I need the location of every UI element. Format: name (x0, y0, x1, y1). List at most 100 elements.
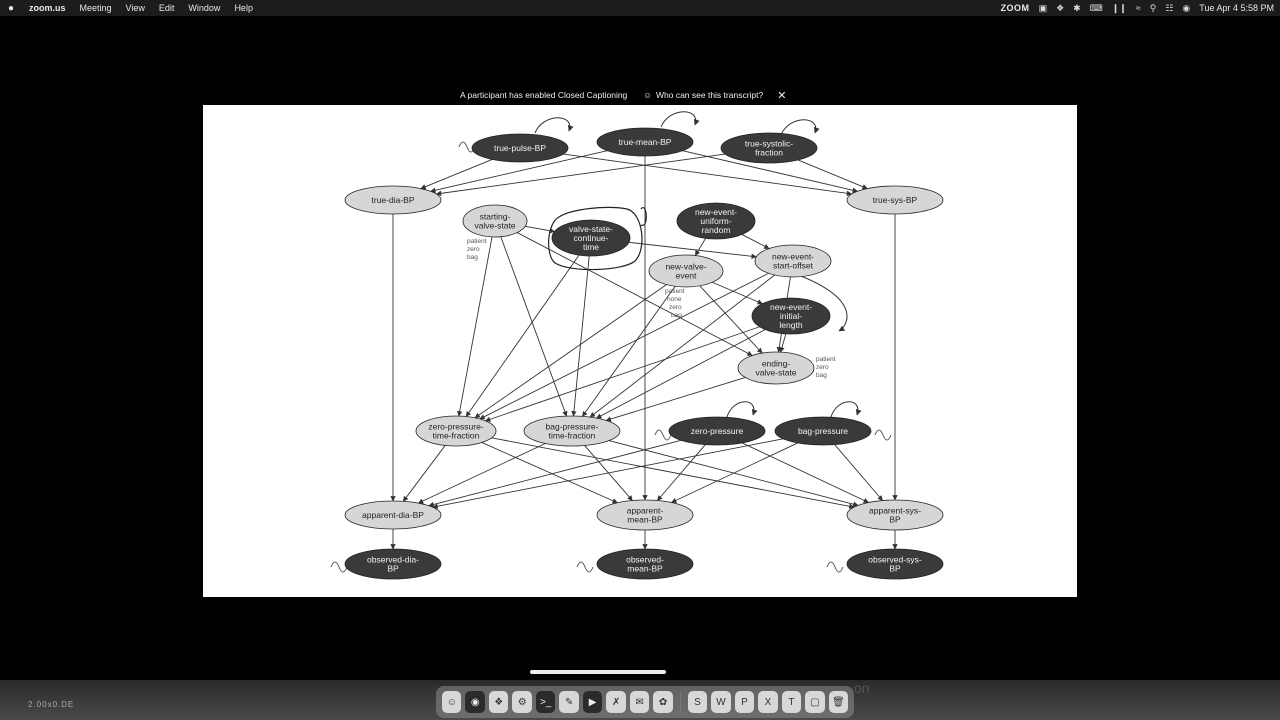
zoom-icon[interactable]: ▶ (582, 691, 603, 713)
node-apparent-dia-bp: apparent-dia-BP (344, 500, 442, 530)
edge-starting-valve-state-to-zero-pressure-time-fraction (457, 236, 493, 417)
acrobat-icon[interactable]: ✗ (606, 691, 626, 713)
screen-share-icon[interactable]: ▣ (1038, 2, 1048, 13)
word-icon[interactable]: W (711, 691, 731, 713)
clock[interactable]: Tue Apr 4 5:58 PM (1199, 3, 1274, 13)
node-new-event-initial-length: new-event-initial-length (751, 297, 831, 335)
edge-new-event-uniform-random-to-new-event-start-offset (741, 234, 770, 249)
photos-icon[interactable]: ✿ (653, 691, 673, 713)
node-label: length (779, 320, 802, 330)
node-label: ending- (762, 359, 791, 369)
edge-bag-pressure-to-apparent-mean-bp (671, 442, 798, 503)
node-label: apparent- (627, 506, 664, 516)
edge-new-event-initial-length-to-bag-pressure-time-fraction (596, 329, 766, 419)
node-label: observed- (626, 555, 664, 565)
node-label: continue- (574, 233, 609, 243)
node-zero-pressure: zero-pressure (668, 416, 766, 446)
menu-view[interactable]: View (125, 3, 145, 13)
menu-meeting[interactable]: Meeting (79, 3, 112, 13)
node-label: uniform- (700, 216, 731, 226)
node-label: true-systolic- (745, 139, 793, 149)
node-label: time-fraction (433, 431, 480, 441)
node-label: valve-state- (569, 224, 613, 234)
powerpoint-icon[interactable]: P (734, 691, 755, 713)
edge-new-event-start-offset-to-bag-pressure-time-fraction (589, 274, 776, 418)
terminal-icon[interactable]: >_ (535, 691, 556, 713)
state-annotation: zero (816, 364, 829, 371)
node-label: zero-pressure (691, 426, 744, 436)
curved-edge-arrow (777, 267, 848, 332)
menu-bar: ● zoom.us Meeting View Edit Window Help … (0, 0, 1280, 16)
teams-icon[interactable]: T (781, 691, 802, 713)
edge-new-event-start-offset-to-zero-pressure-time-fraction (479, 272, 769, 420)
outlook-icon[interactable]: ✉ (629, 691, 650, 713)
excel-icon[interactable]: X (758, 691, 778, 713)
notes-icon[interactable]: ✎ (559, 691, 579, 713)
status-area: ZOOM ▣ ❖ ✱ ⌨ ❙❙ ≈ ⚲ ☷ ◉ Tue Apr 4 5:58 P… (1001, 0, 1274, 16)
menu-window[interactable]: Window (188, 3, 221, 13)
node-label: observed-dia- (367, 555, 419, 565)
node-observed-mean-bp: observed-mean-BP (596, 548, 694, 580)
dropbox-icon[interactable]: ❖ (1056, 2, 1065, 13)
search-icon[interactable]: ⚲ (1149, 2, 1157, 13)
edge-bag-pressure-time-fraction-to-apparent-dia-bp (417, 443, 546, 504)
menu-edit[interactable]: Edit (158, 3, 175, 13)
node-label: new-event- (772, 252, 814, 262)
siri-icon[interactable]: ◉ (1182, 2, 1191, 13)
closed-caption-banner: A participant has enabled Closed Caption… (460, 86, 816, 104)
edges-layer (390, 150, 898, 550)
node-label: event (676, 271, 697, 281)
pause-icon[interactable]: ❙❙ (1111, 2, 1127, 13)
transcript-visibility-link[interactable]: ☺ Who can see this transcript? (643, 90, 763, 100)
node-label: random (702, 225, 731, 235)
settings-icon[interactable]: ⚙ (512, 691, 532, 713)
node-label: BP (889, 564, 901, 574)
edge-bag-pressure-to-apparent-sys-bp (834, 444, 883, 501)
edge-true-pulse-bp-to-true-dia-bp (420, 158, 493, 190)
apple-icon[interactable]: ● (7, 2, 15, 14)
notes-layer: patientzerobagpatientnonezerobagpatientz… (467, 238, 836, 379)
node-label: starting- (480, 212, 511, 222)
preview-icon[interactable]: ▢ (805, 691, 825, 713)
noise-squiggle (874, 429, 892, 441)
safari-icon[interactable]: ❖ (488, 691, 509, 713)
edge-zero-pressure-to-apparent-mean-bp (657, 444, 706, 501)
node-label: BP (889, 515, 901, 525)
edge-zero-pressure-time-fraction-to-apparent-mean-bp (481, 442, 618, 504)
bluetooth-icon[interactable]: ✱ (1073, 2, 1081, 13)
chrome-icon[interactable]: ◉ (465, 691, 485, 713)
node-observed-dia-bp: observed-dia-BP (344, 548, 442, 580)
close-icon[interactable]: ✕ (777, 89, 787, 102)
dock-separator (679, 691, 681, 713)
edge-valve-state-continue-time-to-zero-pressure-time-fraction (465, 254, 580, 417)
control-center-icon[interactable]: ☷ (1165, 2, 1174, 13)
wifi-icon[interactable]: ≈ (1135, 3, 1141, 13)
node-label: valve-state (474, 221, 515, 231)
finder-icon[interactable]: ☺ (442, 691, 462, 713)
node-label: apparent-dia-BP (362, 510, 424, 520)
state-annotation: zero (669, 304, 682, 311)
state-annotation: patient (665, 288, 685, 295)
keyboard-icon[interactable]: ⌨ (1089, 2, 1103, 13)
zoom-status-label[interactable]: ZOOM (1000, 3, 1030, 13)
node-label: true-sys-BP (873, 195, 918, 205)
trash-icon[interactable]: 🗑 (828, 691, 849, 713)
menu-app-name[interactable]: zoom.us (29, 3, 66, 13)
edge-new-valve-event-to-zero-pressure-time-fraction (474, 284, 667, 419)
home-indicator[interactable] (530, 670, 666, 674)
caption-message: A participant has enabled Closed Caption… (460, 90, 628, 100)
hand-drawn-annotation (548, 206, 647, 271)
dock-ghost-text: on (854, 680, 870, 696)
state-annotation: none (667, 296, 682, 303)
edge-new-valve-event-to-new-event-initial-length (712, 281, 763, 305)
edge-new-event-initial-length-to-ending-valve-state (779, 333, 787, 353)
node-label: fraction (755, 148, 783, 158)
node-true-dia-bp: true-dia-BP (344, 185, 442, 215)
node-true-mean-bp: true-mean-BP (596, 127, 694, 157)
node-true-systolic-fraction: true-systolic-fraction (720, 132, 818, 164)
menu-help[interactable]: Help (234, 3, 253, 13)
skype-icon[interactable]: S (687, 691, 708, 713)
node-label: observed-sys- (868, 555, 922, 565)
